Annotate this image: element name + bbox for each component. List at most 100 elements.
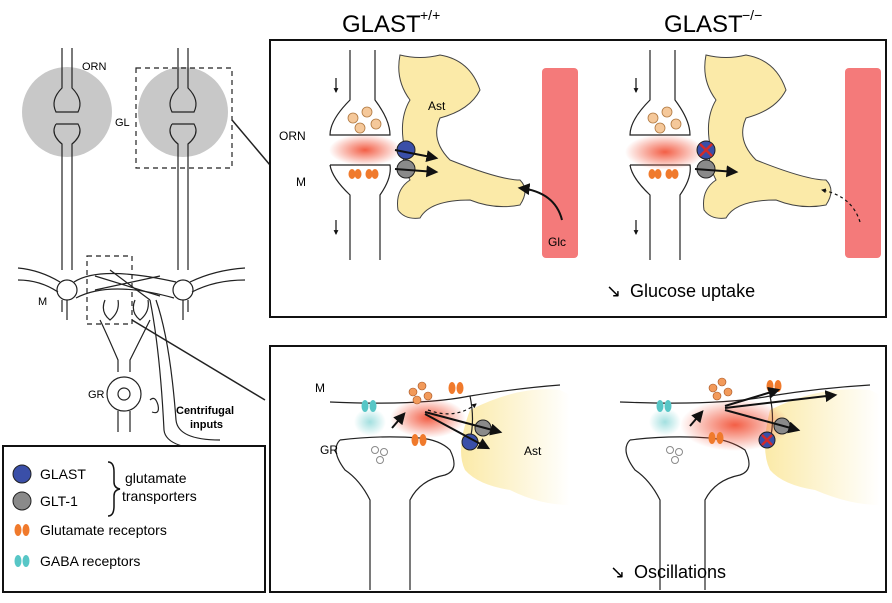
mitral-dendrite-wt: [329, 164, 391, 260]
mitral-soma-right: [172, 279, 194, 301]
glutamate-cloud-wt-bottom: [390, 398, 466, 438]
legend-box: [2, 445, 266, 593]
orn-axon-right: [169, 48, 197, 113]
mitral-soma-left: [56, 279, 78, 301]
label-ast-wt-bottom: Ast: [524, 444, 542, 458]
granule-axon: [117, 411, 131, 432]
vesicles-gr-wt: [371, 446, 388, 464]
legend-gaba-receptors-label: GABA receptors: [40, 553, 140, 569]
knockout-cross-top: [699, 143, 713, 157]
legend-glut-receptor-icon: [14, 524, 30, 536]
back-arrow-wt: [391, 412, 406, 429]
uptake-arrow-glast-wt-bottom: [424, 413, 491, 450]
gaba-receptor-wt: [361, 400, 377, 412]
legend-glast-icon: [12, 464, 32, 484]
mitral-membrane-wt: [329, 384, 561, 404]
vesicles-m-wt: [408, 381, 433, 405]
legend-transporters-2: transporters: [122, 488, 197, 504]
vesicle: [347, 112, 359, 124]
label-ast-wt-top: Ast: [428, 99, 446, 113]
gaba-receptor-ko: [656, 400, 672, 412]
legend-glut-receptors: Glutamate receptors: [14, 522, 167, 538]
top-panel-ko: [625, 50, 881, 260]
label-m-overview: M: [38, 296, 47, 308]
uptake-arrow-glt1-ko: [694, 165, 739, 178]
centrifugal-terminal: [149, 397, 159, 414]
granule-spines: [102, 299, 149, 321]
label-m-wt-top: M: [296, 175, 306, 189]
legend-glt1-label: GLT-1: [40, 493, 78, 509]
bottom-caption: Oscillations: [634, 562, 726, 582]
vesicle: [661, 106, 673, 118]
glutamate-cloud-ko-top: [625, 134, 705, 170]
astrocyte-ko-bottom: [765, 389, 880, 505]
lateral-dendrites-top: [17, 267, 246, 283]
overview-schematic: [17, 48, 271, 451]
label-gl-overview: GL: [115, 117, 130, 129]
back-arrow-ko: [689, 410, 704, 427]
astrocyte-ko-top: [703, 54, 832, 219]
blood-vessel-ko: [845, 68, 881, 258]
label-gr-overview: GR: [88, 389, 105, 401]
bottom-panel-wt: [329, 381, 570, 590]
bottom-caption-arrow: ↘: [610, 562, 625, 582]
spillover-arrow-ko-1: [724, 390, 838, 409]
legend-brace: [107, 461, 121, 517]
vesicle: [361, 106, 373, 118]
granule-spine-wt: [335, 436, 455, 590]
glutamate-receptors-ko-top: [648, 169, 679, 179]
astrocyte-wt-bottom: [461, 389, 570, 505]
granule-nucleus: [117, 387, 131, 401]
knockout-cross-bottom: [761, 434, 773, 446]
heading-ko-sup: −/−: [742, 7, 762, 23]
glutamate-receptors-wt-bottom: [411, 382, 464, 446]
label-gr-wt-bottom: GR: [320, 443, 338, 457]
vesicle: [647, 112, 659, 124]
spillover-arrow-wt: [427, 403, 477, 415]
legend-gaba-receptors: GABA receptors: [14, 553, 140, 569]
legend-glut-receptors-label: Glutamate receptors: [40, 522, 167, 538]
legend-glast-label: GLAST: [40, 466, 86, 482]
heading-wt-sup: +/+: [420, 7, 440, 23]
vesicle: [654, 122, 666, 134]
vesicles-gr-ko: [666, 446, 683, 464]
heading-wt-text: GLAST: [342, 11, 421, 38]
leader-line-top: [231, 119, 271, 166]
glucose-uptake-arrow-wt: [517, 183, 563, 221]
legend-transporters-1: glutamate: [125, 470, 187, 486]
zoom-box-glomerulus: [135, 67, 233, 169]
top-caption-arrow: ↘: [606, 281, 621, 301]
mitral-dendrite-right: [169, 123, 197, 270]
vesicle: [370, 118, 382, 130]
label-orn-wt-top: ORN: [279, 129, 306, 143]
blood-vessel-wt: [542, 68, 578, 258]
legend-glt1-icon: [12, 491, 32, 511]
vesicle: [670, 118, 682, 130]
uptake-arrow-glt1-wt: [394, 165, 439, 178]
legend-gaba-receptor-icon: [14, 555, 30, 567]
heading-ko-text: GLAST: [664, 11, 743, 38]
bottom-panel-ko: [619, 377, 880, 590]
orn-axon-left: [53, 48, 81, 113]
glutamate-receptors-wt-top: [348, 169, 379, 179]
legend-glt1: GLT-1: [12, 491, 78, 511]
label-centrifugal-2: inputs: [190, 419, 223, 431]
heading-wt: GLAST +/+: [342, 7, 440, 38]
top-panel-frame: [269, 39, 887, 318]
dendrodendritic-crossings: [94, 269, 161, 301]
label-orn-overview: ORN: [82, 61, 107, 73]
uptake-arrow-glt1-wt-bottom: [424, 411, 503, 436]
astrocyte-wt-top: [397, 54, 526, 219]
glucose-uptake-arrow-ko: [821, 188, 861, 223]
mitral-dendrite-left: [53, 123, 81, 270]
mitral-axons: [61, 300, 189, 320]
mitral-dendrite-ko: [629, 164, 691, 260]
uptake-arrow-glast-wt: [394, 149, 439, 163]
top-panel-wt: [329, 50, 578, 260]
zoom-box-synapse: [86, 255, 133, 325]
label-centrifugal-1: Centrifugal: [176, 405, 234, 417]
vesicles-m-ko: [708, 377, 733, 401]
granule-dendrites: [99, 319, 151, 372]
